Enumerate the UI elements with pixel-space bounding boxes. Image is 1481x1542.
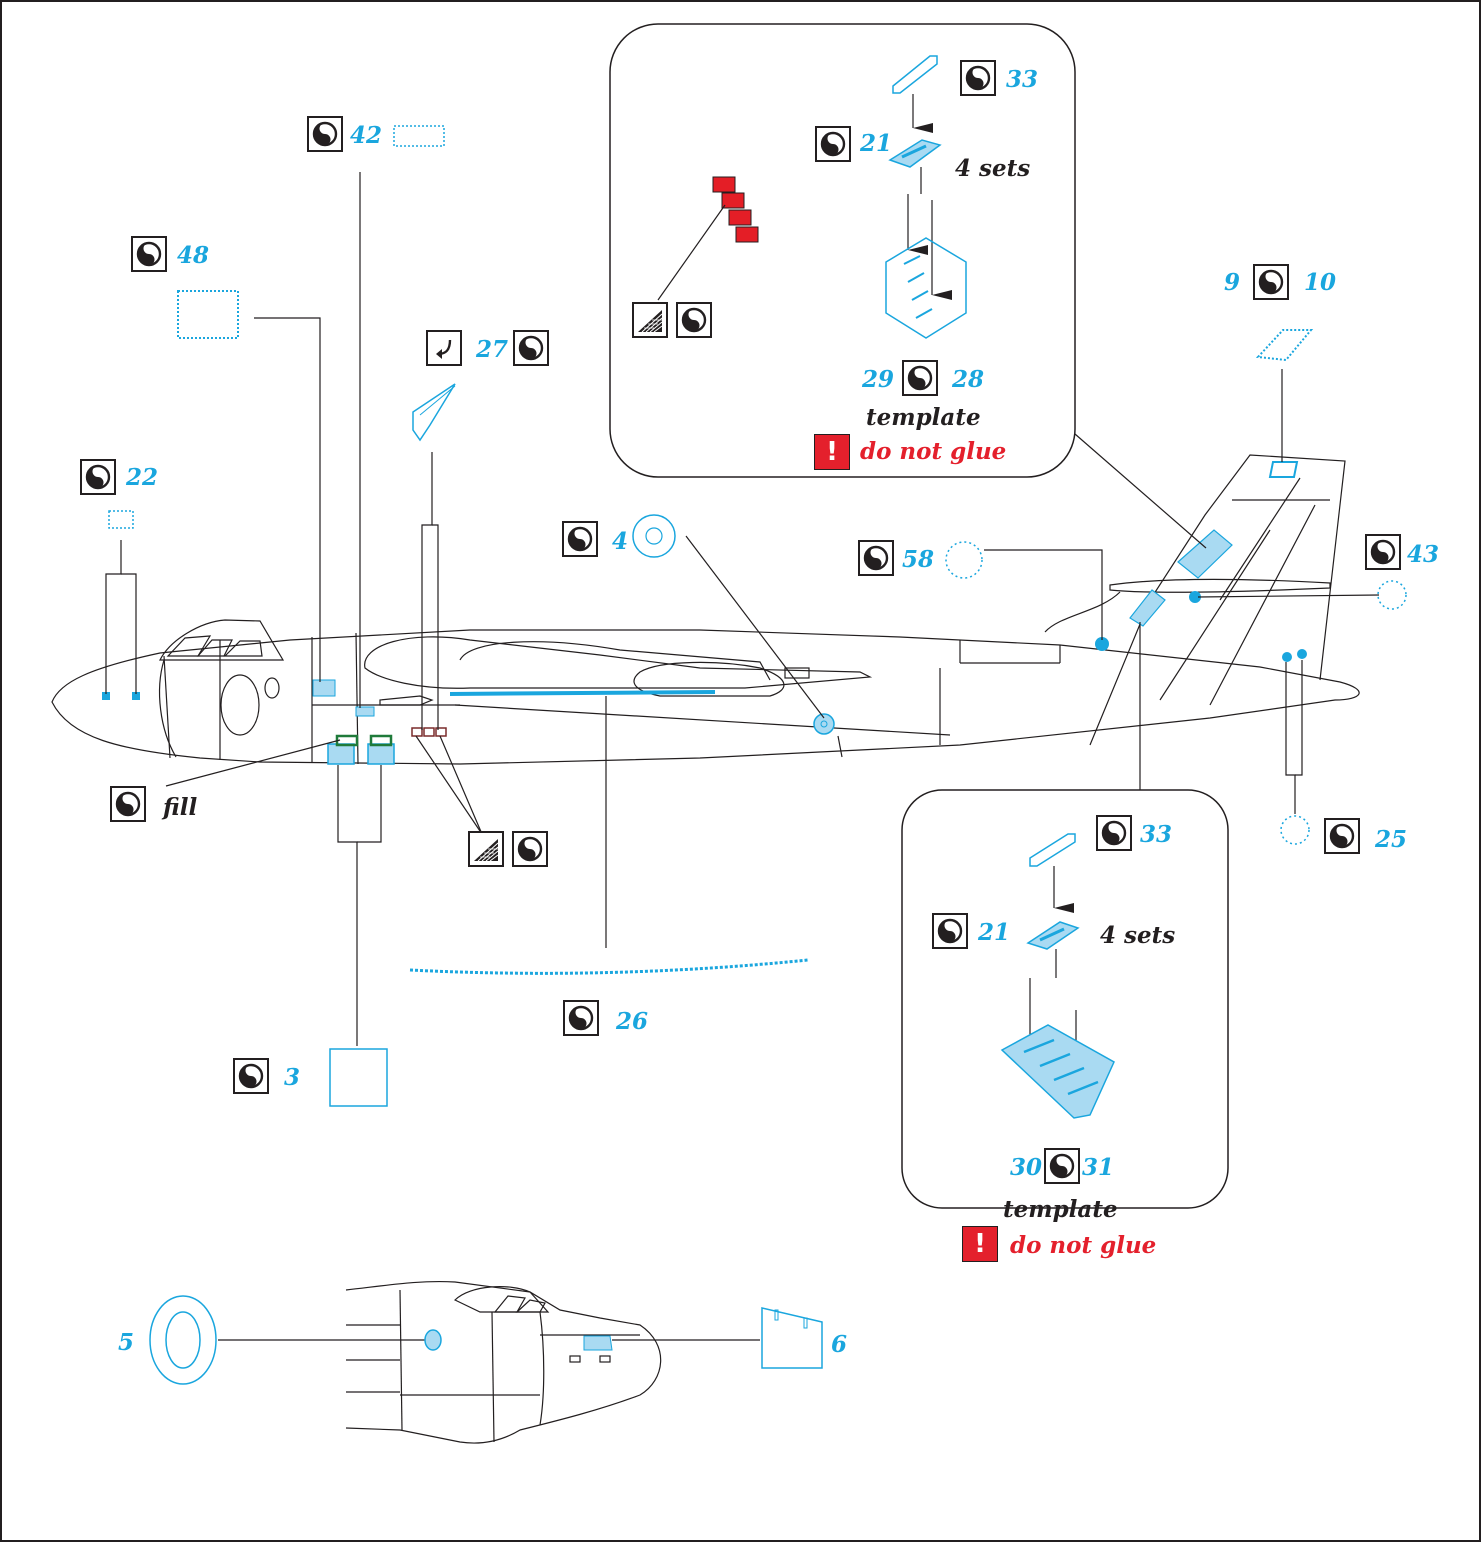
yin-yang-icon <box>1044 1148 1080 1184</box>
nose-blue-parts <box>424 1329 613 1351</box>
part-number-5: 5 <box>118 1329 135 1356</box>
yin-yang-icon <box>307 116 343 152</box>
inset-top-part-33 <box>892 55 938 94</box>
yin-yang-icon <box>1324 818 1360 854</box>
yin-yang-icon <box>110 786 146 822</box>
part-number-25: 25 <box>1375 826 1408 853</box>
sets-label: 4 sets <box>955 155 1031 182</box>
do-not-glue-warning: do not glue <box>860 438 1007 465</box>
inset-bottom-frame <box>901 789 1229 1209</box>
part-number-33: 33 <box>1140 821 1173 848</box>
exclamation-icon: ! <box>962 1226 998 1262</box>
part-number-28: 28 <box>952 366 985 393</box>
part-number-33: 33 <box>1006 66 1039 93</box>
template-label: template <box>866 404 981 431</box>
bend-arrow-icon <box>426 330 462 366</box>
inset-top-frame <box>609 23 1076 478</box>
part-number-26: 26 <box>616 1008 649 1035</box>
part-number-30: 30 <box>1010 1154 1043 1181</box>
part-number-48: 48 <box>177 242 210 269</box>
yin-yang-icon <box>80 459 116 495</box>
aircraft-side-view <box>51 454 1360 765</box>
part-number-4: 4 <box>612 528 629 555</box>
leader-lines <box>105 172 1380 1341</box>
yin-yang-icon <box>513 330 549 366</box>
loose-parts <box>108 125 1407 1385</box>
part-number-22: 22 <box>126 464 159 491</box>
part-number-43: 43 <box>1407 541 1440 568</box>
yin-yang-icon <box>676 302 712 338</box>
yin-yang-icon <box>131 236 167 272</box>
inset-top-part-21 <box>888 139 942 168</box>
inset-bottom-part-33 <box>1029 833 1076 867</box>
template-label: template <box>1003 1196 1118 1223</box>
part-number-21: 21 <box>978 919 1011 946</box>
yin-yang-icon <box>562 521 598 557</box>
part-number-31: 31 <box>1082 1154 1115 1181</box>
yin-yang-icon <box>512 831 548 867</box>
do-not-glue-warning: do not glue <box>1010 1232 1157 1259</box>
inset-bottom-part-21 <box>1026 921 1080 950</box>
yin-yang-icon <box>902 360 938 396</box>
yin-yang-icon <box>1365 534 1401 570</box>
part-number-29: 29 <box>862 366 895 393</box>
yin-yang-icon <box>960 60 996 96</box>
sets-label: 4 sets <box>1100 922 1176 949</box>
exclamation-icon: ! <box>814 434 850 470</box>
inset-top-template-hexagon <box>885 237 967 339</box>
yin-yang-icon <box>932 913 968 949</box>
part-number-9: 9 <box>1224 269 1241 296</box>
part-number-58: 58 <box>902 546 935 573</box>
part-number-6: 6 <box>831 1331 848 1358</box>
yin-yang-icon <box>233 1058 269 1094</box>
yin-yang-icon <box>1096 815 1132 851</box>
resin-hatch-icon <box>468 831 504 867</box>
aircraft-blue-details <box>102 461 1307 765</box>
yin-yang-icon <box>815 126 851 162</box>
part-number-27: 27 <box>476 336 509 363</box>
yin-yang-icon <box>563 1000 599 1036</box>
part-number-42: 42 <box>350 122 383 149</box>
yin-yang-icon <box>1253 264 1289 300</box>
inset-bottom-template <box>1000 1024 1115 1119</box>
part-number-10: 10 <box>1304 269 1337 296</box>
fill-label: fill <box>163 794 198 821</box>
yin-yang-icon <box>858 540 894 576</box>
part-number-3: 3 <box>284 1064 301 1091</box>
resin-hatch-icon <box>632 302 668 338</box>
nose-detail-view <box>345 1280 662 1444</box>
resin-red-parts <box>712 176 759 243</box>
part-number-21: 21 <box>860 130 893 157</box>
